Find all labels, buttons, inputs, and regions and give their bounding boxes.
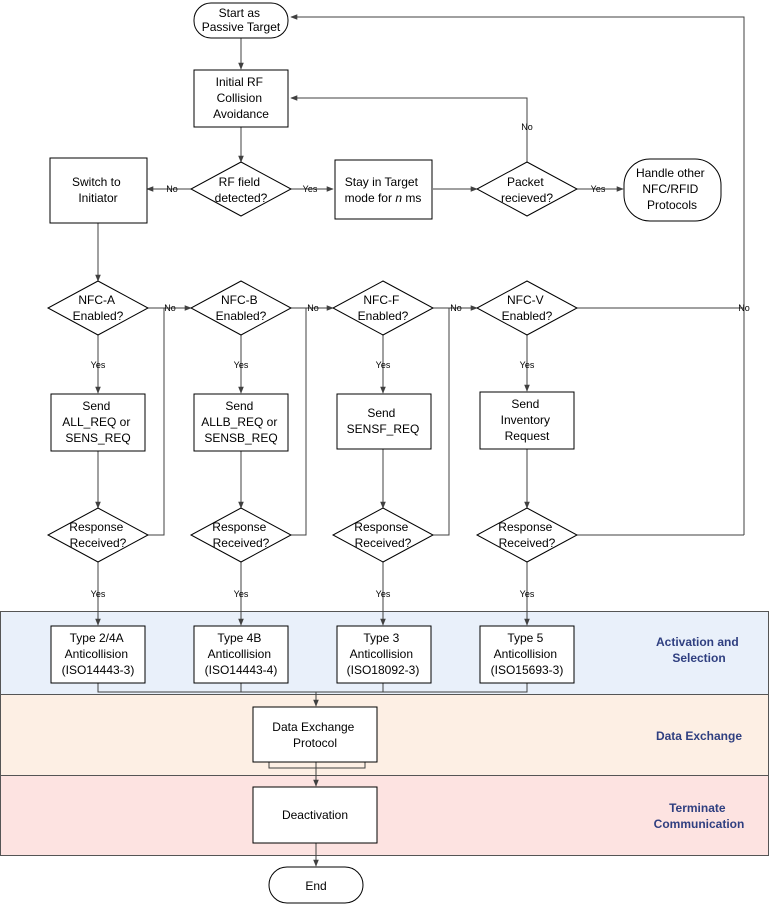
edge-labels: Yes No Yes No No No No No Yes Yes Yes Ye… (91, 122, 750, 599)
node-nfcb-enabled: NFC-B Enabled? (189, 280, 293, 336)
zone-terminate-bg (0, 775, 769, 856)
node-switch-label: Switch to Initiator (72, 175, 124, 205)
node-send-f: Send SENSF_REQ (336, 393, 432, 450)
node-send-a-label: Send ALL_REQ or SENS_REQ (62, 399, 133, 445)
node-handle-label: Handle other NFC/RFID Protocols (636, 166, 708, 212)
node-type-b-label: Type 4B Anticollision (ISO14443-4) (205, 631, 278, 677)
edge-data-split (268, 762, 366, 769)
node-send-b-label: Send ALLB_REQ or SENSB_REQ (201, 399, 280, 445)
label-no: No (164, 303, 176, 313)
node-nfcf-label: NFC-F Enabled? (358, 293, 409, 323)
node-send-a: Send ALL_REQ or SENS_REQ (50, 393, 146, 452)
node-nfcv-label: NFC-V Enabled? (502, 293, 553, 323)
label-no: No (166, 184, 178, 194)
edge-respa-no (148, 308, 165, 536)
node-rf-detected: RF field detected? (189, 161, 293, 217)
label-no: No (450, 303, 462, 313)
label-yes: Yes (91, 360, 106, 370)
edges (95, 14, 745, 867)
node-switch-initiator: Switch to Initiator (49, 157, 148, 224)
node-send-b: Send ALLB_REQ or SENSB_REQ (193, 393, 289, 452)
node-response-f: Response Received? (331, 507, 435, 563)
node-response-b-label: Response Received? (212, 520, 269, 550)
node-type-v: Type 5 Anticollision (ISO15693-3) (479, 625, 575, 684)
node-rf-label: RF field detected? (215, 175, 268, 205)
label-no: No (738, 303, 750, 313)
node-deactivation: Deactivation (252, 786, 378, 844)
label-no: No (521, 122, 533, 132)
label-yes: Yes (303, 184, 318, 194)
node-data-exchange-label: Data Exchange Protocol (272, 720, 357, 750)
label-yes: Yes (520, 360, 535, 370)
edge-types-merge (97, 683, 528, 693)
zone-data-exchange: Data Exchange (0, 694, 769, 776)
node-type-f-label: Type 3 Anticollision (ISO18092-3) (347, 631, 420, 677)
label-yes: Yes (234, 589, 249, 599)
edge-loop-start (290, 14, 745, 535)
label-yes: Yes (376, 360, 391, 370)
node-send-v: Send Inventory Request (479, 391, 575, 450)
node-nfca-enabled: NFC-A Enabled? (46, 280, 150, 336)
node-stay-label: Stay in Target mode for n ms (345, 175, 422, 205)
node-response-b: Response Received? (189, 507, 293, 563)
edge-respb-no (291, 308, 307, 536)
node-start-label: Start as Passive Target (202, 6, 281, 34)
node-type-v-label: Type 5 Anticollision (ISO15693-3) (491, 631, 564, 677)
node-packet-label: Packet recieved? (501, 175, 553, 205)
node-type-a-label: Type 2/4A Anticollision (ISO14443-3) (62, 631, 135, 677)
label-yes: Yes (376, 589, 391, 599)
node-nfcv-enabled: NFC-V Enabled? (475, 280, 579, 336)
node-start: Start as Passive Target (193, 2, 289, 39)
node-response-f-label: Response Received? (354, 520, 411, 550)
zone-data-exchange-title: Data Exchange (656, 729, 742, 743)
node-collision-avoidance: Initial RF Collision Avoidance (193, 69, 289, 128)
edge-respf-no (433, 308, 450, 536)
edge-packet-collision (290, 95, 528, 162)
node-end-label: End (305, 879, 326, 893)
label-yes: Yes (91, 589, 106, 599)
node-stay-target: Stay in Target mode for n ms (334, 159, 433, 220)
node-collision-label: Initial RF Collision Avoidance (213, 75, 269, 121)
node-response-v-label: Response Received? (498, 520, 555, 550)
node-packet-received: Packet recieved? (475, 161, 579, 217)
node-nfcb-label: NFC-B Enabled? (216, 293, 267, 323)
label-no: No (307, 303, 319, 313)
node-nfcf-enabled: NFC-F Enabled? (331, 280, 435, 336)
node-nfca-label: NFC-A Enabled? (73, 293, 124, 323)
node-type-f: Type 3 Anticollision (ISO18092-3) (336, 625, 432, 684)
node-response-v: Response Received? (475, 507, 579, 563)
label-yes: Yes (234, 360, 249, 370)
node-send-v-label: Send Inventory Request (501, 397, 554, 443)
zone-activation-title: Activation and Selection (656, 635, 742, 665)
node-response-a: Response Received? (46, 507, 150, 563)
zone-data-exchange-bg (0, 694, 769, 776)
zone-terminate-title: Terminate Communication (654, 801, 745, 831)
node-handle-other: Handle other NFC/RFID Protocols (623, 158, 722, 222)
node-send-f-label: Send SENSF_REQ (347, 406, 420, 436)
node-end: End (268, 866, 364, 904)
zone-terminate: Terminate Communication (0, 775, 769, 856)
node-deactivation-label: Deactivation (282, 808, 348, 822)
node-type-b: Type 4B Anticollision (ISO14443-4) (193, 625, 289, 684)
node-response-a-label: Response Received? (69, 520, 126, 550)
label-yes: Yes (591, 184, 606, 194)
node-type-a: Type 2/4A Anticollision (ISO14443-3) (50, 625, 146, 684)
label-yes: Yes (520, 589, 535, 599)
node-data-exchange: Data Exchange Protocol (252, 706, 378, 763)
